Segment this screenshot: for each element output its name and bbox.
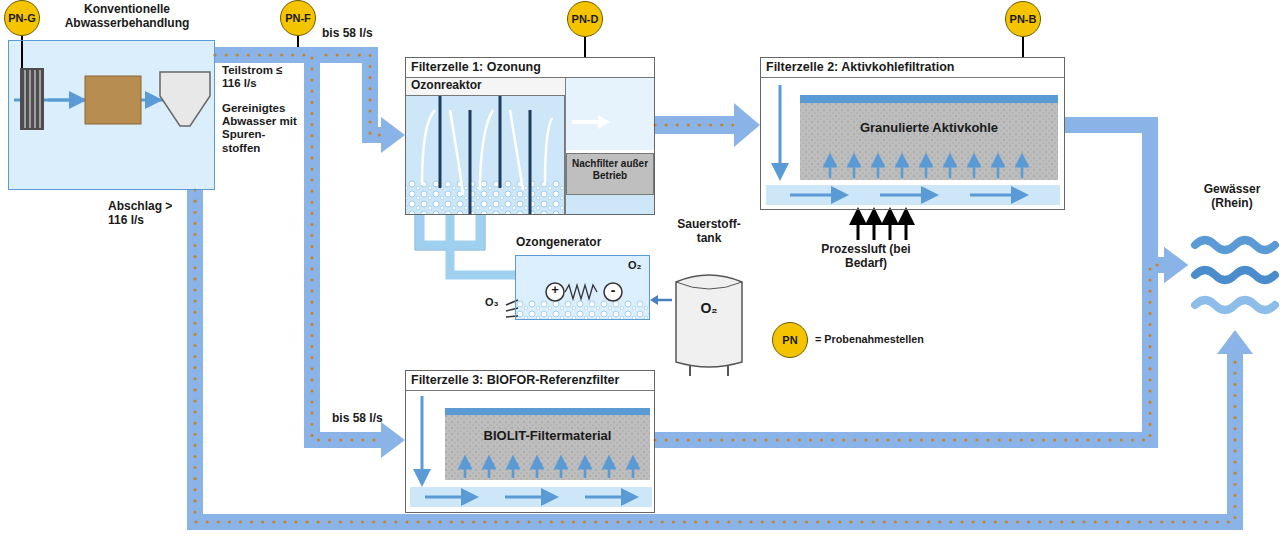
node-title: Gewässer (Rhein) xyxy=(1182,183,1282,211)
flow-connector xyxy=(1023,37,1024,57)
flow-label: Teilstrom ≤ 116 l/s xyxy=(222,64,302,90)
node-title: PN-F xyxy=(285,12,311,25)
flow-label: bis 58 l/s xyxy=(322,27,373,41)
legend-symbol: PN= Probenahmestellen xyxy=(772,322,808,358)
node-title: PN-D xyxy=(572,13,599,26)
flow-label: Gereinigtes Abwasser mit Spuren- stoffen xyxy=(222,102,302,155)
node-text: = Probenahmestellen xyxy=(815,333,924,345)
flow-connector xyxy=(655,247,1188,440)
filter-cell: Filterzelle 1: OzonungOzonreaktorNachfil… xyxy=(405,57,655,215)
flow-connector xyxy=(585,37,586,57)
post-filter: Nachfilter außer Betrieb xyxy=(566,153,654,195)
node-text: O₂ xyxy=(672,300,746,316)
flow-label: - xyxy=(607,282,619,298)
filter-cell: Filterzelle 3: BIOFOR-ReferenzfilterBIOL… xyxy=(405,370,655,513)
filter-media: BIOLIT-Filtermaterial xyxy=(445,415,650,480)
flow-connector xyxy=(215,55,405,458)
flow-connector xyxy=(450,215,515,275)
node-title: PN xyxy=(782,334,797,347)
flow-label: O₃ xyxy=(485,296,499,309)
treatment-box: Konventionelle Abwasserbehandlung xyxy=(8,40,215,190)
reactor-band: Ozonreaktor xyxy=(406,78,565,96)
sample-point: PN-B xyxy=(1005,1,1041,37)
node-title: BIOLIT-Filtermaterial xyxy=(445,429,650,444)
flow-connector xyxy=(655,103,760,147)
sample-point: PN-D xyxy=(567,1,603,37)
node-title: Nachfilter außer Betrieb xyxy=(569,158,651,181)
flow-connector xyxy=(195,190,1253,522)
flow-label: + xyxy=(549,283,561,298)
node-title: Konventionelle Abwasserbehandlung xyxy=(39,3,215,31)
filter-media: Granulierte Aktivkohle xyxy=(800,103,1058,180)
node-title: Granulierte Aktivkohle xyxy=(800,121,1058,136)
flow-label: bis 58 l/s xyxy=(332,412,383,426)
node-title: Ozonreaktor xyxy=(406,78,565,94)
flow-label: O₂ xyxy=(628,259,641,272)
water-body: Gewässer (Rhein) xyxy=(1188,225,1278,330)
flow-label: Prozessluft (bei Bedarf) xyxy=(806,243,926,271)
node-title: Filterzelle 1: Ozonung xyxy=(406,58,654,78)
sample-point: PN-G xyxy=(4,0,40,36)
node-title: Filterzelle 3: BIOFOR-Referenzfilter xyxy=(406,371,654,391)
sample-point: PN-F xyxy=(280,0,316,36)
node-title: Sauerstoff- tank xyxy=(669,218,749,246)
oxygen-tank: Sauerstoff- tankO₂ xyxy=(672,270,746,376)
flow-connector xyxy=(650,295,672,305)
node-title: Ozongenerator xyxy=(516,236,601,250)
node-title: PN-B xyxy=(1010,13,1037,26)
node-title: PN-G xyxy=(8,12,36,25)
flow-connector xyxy=(1065,125,1188,283)
node-title: Filterzelle 2: Aktivkohlefiltration xyxy=(761,58,1064,78)
flow-label: Abschlag > 116 l/s xyxy=(108,200,188,228)
filter-cell: Filterzelle 2: AktivkohlefiltrationGranu… xyxy=(760,57,1065,210)
